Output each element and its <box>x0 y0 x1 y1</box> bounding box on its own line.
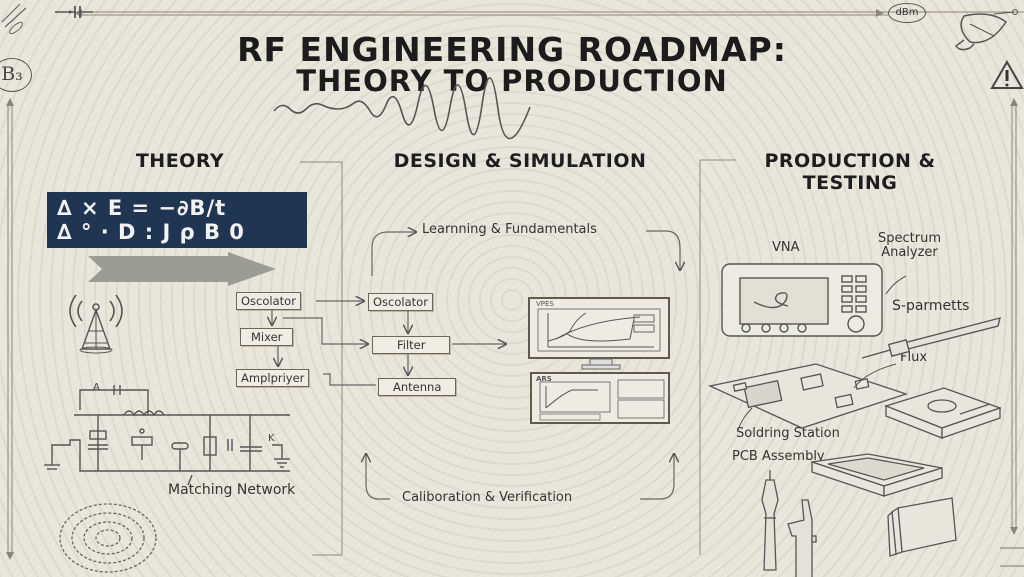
soldering-station-label: Soldring Station <box>736 426 840 441</box>
theory-oscillator-block: Oscolator <box>236 292 301 310</box>
page-title: RF ENGINEERING ROADMAP: <box>237 30 787 69</box>
theory-mixer-block: Mixer <box>240 328 294 346</box>
desoldering-tool-icon <box>787 499 817 577</box>
probe-icon <box>1 3 27 35</box>
pcb-assembly-label: PCB Assembly <box>732 449 825 464</box>
theory-heading: THEORY <box>135 150 225 172</box>
vna-label: VNA <box>772 240 800 255</box>
svg-text:A: A <box>93 382 100 393</box>
production-heading: PRODUCTION & TESTING <box>720 150 980 194</box>
panel-title: ARS <box>536 375 552 383</box>
production-heading-line1: PRODUCTION & <box>764 150 936 172</box>
satellite-dish-icon <box>954 9 1018 51</box>
warning-icon <box>990 59 1024 89</box>
vna-instrument-icon <box>721 263 907 337</box>
design-filter-block: Filter <box>372 336 451 354</box>
spectrum-label-line2: Analyzer <box>881 245 938 260</box>
pcb-board-icon <box>707 363 909 431</box>
b3-badge-icon: B₃ <box>0 58 32 92</box>
flux-label: Flux <box>900 350 928 365</box>
matching-network-schematic: A K <box>44 382 290 486</box>
component-stack-icon <box>887 497 957 557</box>
capacitor-icon <box>55 6 93 18</box>
design-oscillator-block: Oscolator <box>368 293 433 311</box>
progress-arrow-icon <box>88 252 276 286</box>
production-heading-line2: TESTING <box>802 172 898 194</box>
maxwell-equation-panel: ∆ × E = −∂B/t ∆ ° · D : J ρ B 0 <box>47 192 307 248</box>
title-squiggle <box>273 77 531 140</box>
svg-text:K: K <box>268 433 275 444</box>
page-subtitle: THEORY TO PRODUCTION <box>296 64 728 98</box>
design-antenna-block: Antenna <box>378 378 457 396</box>
soldering-iron-icon <box>761 470 779 571</box>
simulation-plot <box>537 308 661 352</box>
theory-amplifier-block: Amplpriyer <box>236 369 310 387</box>
equation-line-2: ∆ ° · D : J ρ B 0 <box>57 220 245 244</box>
s-parameters-label: S-parmetts <box>892 298 970 314</box>
solder-tray-icon <box>811 453 943 497</box>
analysis-plot <box>539 379 665 421</box>
concentric-rings-icon <box>59 503 157 573</box>
equation-line-1: ∆ × E = −∂B/t <box>57 196 227 220</box>
learning-fundamentals-label: Learnning & Fundamentals <box>422 222 597 237</box>
design-heading: DESIGN & SIMULATION <box>393 150 647 172</box>
matching-network-label: Matching Network <box>168 482 296 498</box>
simulation-monitor: VPES <box>528 297 670 359</box>
dbm-badge-icon: dBm <box>888 3 926 23</box>
radio-tower-icon <box>69 294 123 354</box>
monitor-stand <box>581 358 621 370</box>
calibration-verification-label: Caliboration & Verification <box>402 490 573 505</box>
monitor-title: VPES <box>536 300 554 308</box>
spectrum-analyzer-label: Spectrum Analyzer <box>878 232 941 260</box>
socket-block-icon <box>884 387 1002 439</box>
probe-pen-icon <box>861 317 1001 359</box>
analysis-panel: ARS <box>530 372 670 424</box>
spectrum-label-line1: Spectrum <box>878 231 941 246</box>
